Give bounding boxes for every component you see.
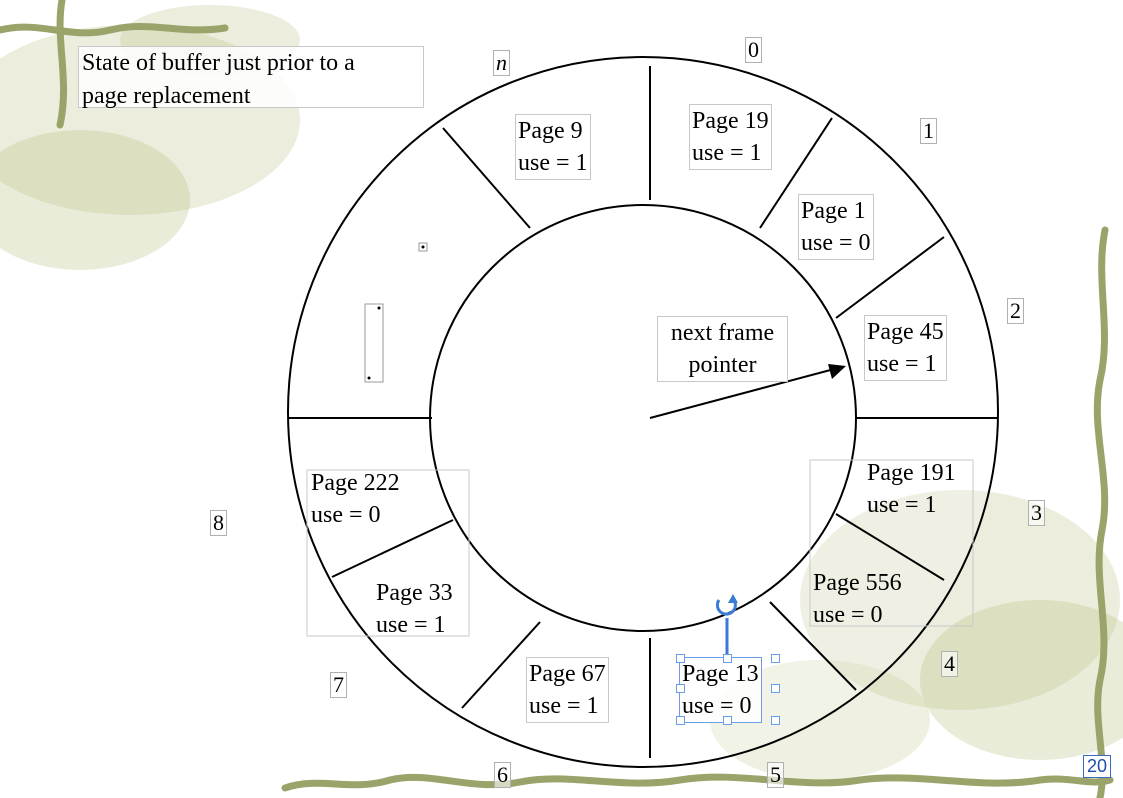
sector-divider [331, 519, 454, 578]
group-outline [306, 469, 470, 637]
frame-use: use = 0 [311, 502, 381, 528]
frame-use: use = 1 [692, 140, 762, 166]
frame-index: 2 [1007, 298, 1024, 324]
frame-label: Page 45 use = 1 [864, 315, 947, 381]
sector-divider [759, 117, 833, 229]
frame-index: 0 [745, 37, 762, 63]
frame-index: 7 [330, 672, 347, 698]
sector-divider [461, 621, 541, 709]
leaf-blob [800, 490, 1120, 710]
sector-divider [442, 127, 531, 229]
frame-page: Page 19 [692, 108, 769, 134]
frame-label: Page 67 use = 1 [526, 657, 609, 723]
sector-divider [835, 236, 945, 319]
resize-handle[interactable] [676, 716, 685, 725]
frame-use: use = 1 [529, 693, 599, 719]
frame-index: 8 [210, 510, 227, 536]
resize-handle[interactable] [771, 654, 780, 663]
frame-page: Page 67 [529, 661, 606, 687]
leaf-blob [0, 130, 190, 270]
slide-title-line2: page replacement [82, 83, 251, 109]
frame-label: Page 33 use = 1 [373, 576, 456, 642]
next-frame-pointer-arrow [649, 364, 846, 419]
resize-handle[interactable] [771, 716, 780, 725]
resize-handle[interactable] [771, 684, 780, 693]
vine-decoration [0, 22, 229, 37]
frame-use: use = 1 [867, 492, 937, 518]
frame-label-selected[interactable]: Page 13 use = 0 [679, 657, 762, 723]
frame-page: Page 191 [867, 460, 956, 486]
resize-handle[interactable] [676, 684, 685, 693]
frame-index: 4 [941, 651, 958, 677]
frame-page: Page 222 [311, 470, 400, 496]
placeholder-marker [364, 303, 384, 383]
frame-index: 3 [1028, 500, 1045, 526]
frame-label: Page 1 use = 0 [798, 194, 874, 260]
group-outline [809, 459, 974, 627]
frame-page: Page 33 [376, 580, 453, 606]
resize-handle[interactable] [676, 654, 685, 663]
slide-title: State of buffer just prior to a page rep… [78, 46, 424, 109]
resize-handle[interactable] [723, 654, 732, 663]
frame-index: n [493, 50, 510, 76]
leaf-blob [920, 600, 1123, 760]
frame-page: Page 45 [867, 319, 944, 345]
frame-label: Page 9 use = 1 [515, 114, 591, 180]
vine-decoration [281, 773, 1114, 792]
frame-index: 6 [494, 762, 511, 788]
sector-divider [835, 513, 945, 581]
slide-number: 20 [1082, 755, 1111, 778]
frame-use: use = 1 [376, 612, 446, 638]
frame-use: use = 0 [813, 602, 883, 628]
frame-label: Page 556 use = 0 [810, 566, 905, 632]
frame-label: Page 19 use = 1 [689, 104, 772, 170]
frame-page: Page 13 [682, 661, 759, 687]
sector-divider [769, 601, 857, 691]
frame-page: Page 1 [801, 198, 866, 224]
vine-decoration [1093, 226, 1109, 798]
frame-label: Page 222 use = 0 [308, 466, 403, 532]
frame-use: use = 0 [682, 693, 752, 719]
buffer-wheel [287, 56, 999, 768]
frame-page: Page 556 [813, 570, 902, 596]
frame-use: use = 0 [801, 230, 871, 256]
frame-label: Page 191 use = 1 [864, 456, 959, 522]
frame-index: 5 [767, 762, 784, 788]
frame-use: use = 1 [867, 351, 937, 377]
rotate-handle[interactable] [715, 594, 738, 656]
frame-index: 1 [920, 118, 937, 144]
frame-page: Page 9 [518, 118, 583, 144]
resize-handle[interactable] [723, 716, 732, 725]
next-frame-pointer-label: next frame pointer [657, 316, 788, 382]
frame-use: use = 1 [518, 150, 588, 176]
inner-ring [429, 204, 857, 632]
slide-title-line1: State of buffer just prior to a [82, 50, 355, 76]
vine-decoration [56, 0, 68, 129]
